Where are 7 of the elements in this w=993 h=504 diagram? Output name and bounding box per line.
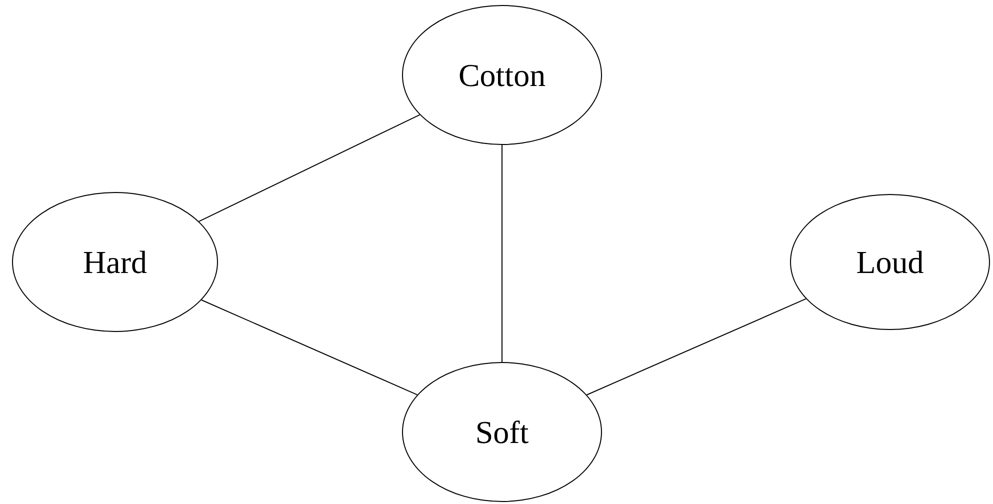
connector-line bbox=[586, 298, 806, 396]
connector-line bbox=[198, 114, 420, 222]
node-label: Cotton bbox=[458, 56, 546, 94]
node-label: Soft bbox=[475, 414, 529, 450]
node-label: Hard bbox=[83, 244, 147, 280]
node-label: Loud bbox=[856, 244, 924, 280]
connector-line bbox=[201, 300, 418, 396]
